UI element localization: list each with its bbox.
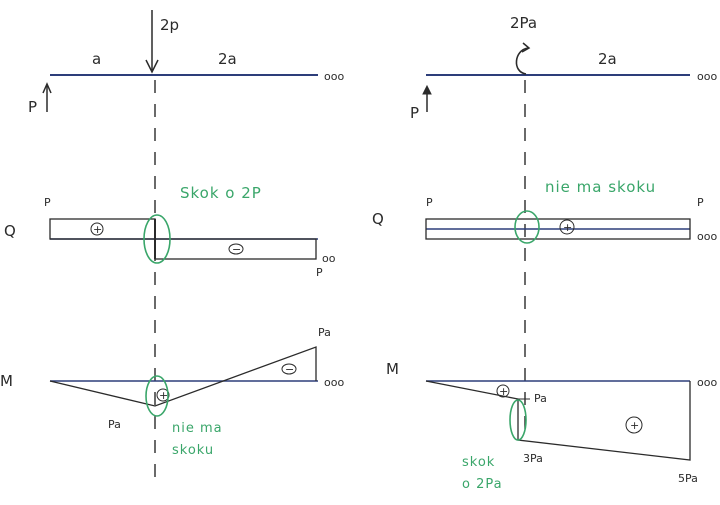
right-reaction-label: P xyxy=(410,104,419,122)
left-q-bottom-value: P xyxy=(316,266,323,279)
left-q-minus-circle xyxy=(228,243,244,255)
left-beam-dots: ooo xyxy=(324,70,344,83)
right-m-dots: ooo xyxy=(697,376,717,389)
left-q-top-value: P xyxy=(44,196,51,209)
right-q-left-value: P xyxy=(426,196,433,209)
left-m-minus: − xyxy=(285,363,294,376)
right-m-5pa: 5Pa xyxy=(678,472,698,485)
right-diagram: 2Pa 2a ooo P Q + P P ooo nie ma skoku M … xyxy=(372,14,717,492)
left-q-dots: oo xyxy=(322,252,336,265)
right-m-label: M xyxy=(386,360,399,378)
left-diagram: 2p a 2a ooo P Q + − P P oo Skok o 2P M +… xyxy=(0,10,344,480)
right-m-plus-small: + xyxy=(499,385,508,398)
left-m-curve xyxy=(49,346,317,407)
left-m-top-value: Pa xyxy=(318,326,331,339)
left-span-a: a xyxy=(92,50,101,68)
left-q-minus: − xyxy=(232,243,241,256)
right-m-pa: Pa xyxy=(534,392,547,405)
right-q-ring xyxy=(514,210,540,244)
left-span-2a: 2a xyxy=(218,50,237,68)
left-m-dots: ooo xyxy=(324,376,344,389)
left-load-label: 2p xyxy=(160,16,179,34)
right-m-plus-big-circle xyxy=(625,416,643,434)
left-m-note-2: skoku xyxy=(172,443,214,458)
left-q-plus-circle xyxy=(90,222,104,236)
left-m-ring xyxy=(145,375,169,417)
right-q-dots: ooo xyxy=(697,230,717,243)
left-q-plus: + xyxy=(93,223,102,236)
left-m-plus: + xyxy=(159,389,168,402)
right-m-curve xyxy=(425,380,691,461)
left-q-jump-ring xyxy=(143,214,171,264)
left-m-note-1: nie ma xyxy=(172,421,223,436)
right-span-2a: 2a xyxy=(598,50,617,68)
right-q-label: Q xyxy=(372,210,384,228)
right-m-plus-big: + xyxy=(630,419,639,432)
right-m-ring xyxy=(509,399,527,441)
left-m-bottom-value: Pa xyxy=(108,418,121,431)
right-load-label: 2Pa xyxy=(510,14,537,32)
right-q-note: nie ma skoku xyxy=(545,178,656,196)
right-q-plus-circle xyxy=(559,219,575,235)
right-m-plus-small-circle xyxy=(496,384,510,398)
right-m-note-1: skok xyxy=(462,455,495,470)
left-m-plus-circle xyxy=(156,388,170,402)
left-reaction-label: P xyxy=(28,98,37,116)
left-q-label: Q xyxy=(4,222,16,240)
right-q-plus: + xyxy=(563,221,572,234)
right-q-block xyxy=(425,218,691,240)
right-q-right-value: P xyxy=(697,196,704,209)
right-beam-dots: ooo xyxy=(697,70,717,83)
left-load-arrow xyxy=(145,10,159,74)
left-q-note: Skok o 2P xyxy=(180,184,262,202)
left-m-minus-circle xyxy=(281,363,297,375)
left-reaction-arrow xyxy=(42,82,52,112)
right-m-3pa: 3Pa xyxy=(523,452,543,465)
right-moment-arrow xyxy=(515,42,531,75)
right-m-note-2: o 2Pa xyxy=(462,477,503,492)
left-m-label: M xyxy=(0,372,13,390)
right-reaction-arrow xyxy=(422,84,432,112)
